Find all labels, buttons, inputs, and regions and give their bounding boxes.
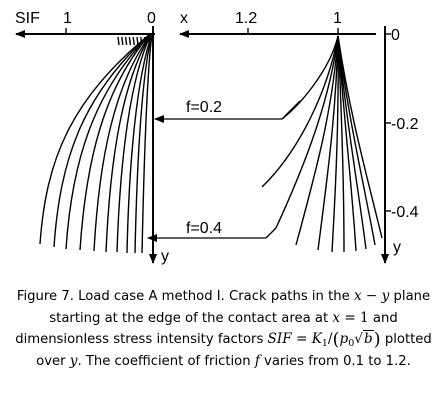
right-y-axis-label: y — [393, 239, 401, 256]
caption-math-sqrt: √ — [354, 331, 363, 348]
caption-math-xy: x − y — [354, 288, 389, 304]
figure-plot: SIF 1 0 y x 1.2 1 0 -0.2 -0.4 y f=0.2 f= — [15, 10, 419, 265]
annotation-f04-label: f=0.4 — [186, 220, 222, 237]
left-y-axis-label: y — [161, 248, 169, 265]
caption-math-x2: x — [332, 309, 341, 326]
sif-curve — [134, 33, 153, 254]
sif-curve-stub — [143, 36, 147, 46]
right-y-tick-0-4-label: -0.4 — [391, 204, 419, 221]
crack-path-curve — [317, 35, 339, 251]
caption-math-p: p — [339, 331, 349, 348]
crack-path-curve — [331, 35, 339, 253]
caption-math-minus: − — [361, 288, 382, 304]
sif-curve — [53, 33, 151, 248]
crack-path-curves — [261, 35, 383, 253]
sif-curve-stub — [140, 36, 143, 46]
caption-math-x-eq-1: x = 1 — [332, 310, 368, 326]
sif-curve — [126, 33, 153, 254]
sif-curve-stub — [128, 36, 132, 46]
caption-math-eq2: = — [291, 331, 312, 348]
caption-math-sif: SIF — [267, 331, 292, 348]
caption-math-paren-close: ) — [373, 329, 381, 351]
caption-text-6: varies from 0.1 to 1.2. — [259, 353, 411, 369]
caption-math-eq1: = 1 — [340, 309, 369, 326]
x-axis-label: x — [180, 10, 188, 27]
caption-text-5: . The coefficient of friction — [77, 353, 255, 369]
sif-curve — [93, 33, 152, 252]
caption-math-y2: y — [69, 352, 78, 369]
caption-math-b: b — [362, 330, 374, 348]
sif-curve — [79, 33, 151, 251]
caption-text-2: plane starting at the edge of the contac… — [49, 289, 431, 326]
caption-math-k-sub: 1 — [321, 338, 328, 350]
sif-curve — [141, 33, 153, 254]
sif-axis-label: SIF — [15, 10, 40, 27]
caption-text-4: plotted over — [36, 332, 432, 369]
sif-curves — [39, 33, 153, 254]
sif-curve — [65, 33, 151, 250]
caption-math-y: y — [381, 288, 390, 304]
caption-text-1: Figure 7. Load case A method I. Crack pa… — [16, 289, 354, 304]
crack-path-curve — [261, 35, 339, 188]
caption-math-paren-open: ( — [332, 329, 340, 351]
sif-curve-stub — [132, 36, 135, 46]
caption-math-slash: / — [327, 331, 333, 348]
caption-math-sif-formula: SIF = K1/(p0√b) — [267, 329, 381, 351]
crack-path-curve — [337, 35, 367, 250]
sif-curve-stub — [117, 36, 120, 46]
annotation-f02-leader — [281, 100, 301, 120]
crack-path-curve — [337, 35, 345, 253]
right-y-tick-0-2-label: -0.2 — [391, 116, 419, 133]
crack-path-curve — [337, 35, 383, 239]
annotation-f02-label: f=0.2 — [186, 99, 222, 116]
figure-caption: Figure 7. Load case A method I. Crack pa… — [12, 286, 435, 372]
sif-curve — [105, 33, 152, 253]
caption-math-p-sub: 0 — [348, 338, 355, 350]
sif-curve-stub — [136, 36, 139, 46]
crack-path-curve — [295, 35, 339, 246]
sif-tick-1-label: 1 — [63, 10, 72, 27]
crack-path-curve — [337, 35, 376, 246]
sif-curve — [39, 33, 151, 245]
sif-tick-0-label: 0 — [147, 10, 156, 27]
caption-math-k: K — [311, 331, 322, 348]
sif-curve-stub — [124, 36, 128, 46]
sif-curve-stub — [121, 36, 124, 46]
right-y-tick-0-label: 0 — [391, 27, 400, 44]
crack-path-figure: SIF 1 0 y x 1.2 1 0 -0.2 -0.4 y f=0.2 f= — [15, 10, 419, 265]
sif-curve-stub — [147, 36, 151, 46]
caption-text-3: and dimensionless stress intensity facto… — [15, 310, 398, 348]
x-tick-1-label: 1 — [333, 10, 342, 27]
crack-path-curve — [275, 35, 339, 229]
sif-curve — [116, 33, 152, 253]
caption-math-x: x — [353, 288, 362, 304]
caption-math-f: f — [254, 352, 260, 369]
x-tick-1-2-label: 1.2 — [235, 10, 257, 27]
crack-path-curve — [337, 35, 357, 252]
annotation-f04-leader — [265, 227, 277, 239]
